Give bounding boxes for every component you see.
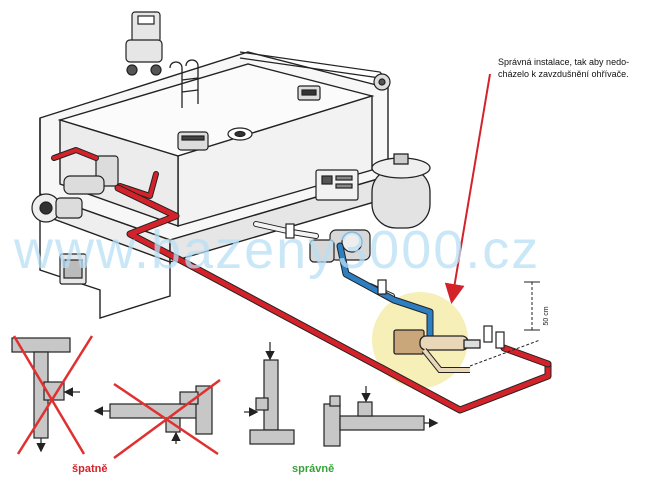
heater-unit: [393, 329, 481, 373]
dimension-label: 50 cm: [543, 306, 550, 325]
pool-ladder: [169, 59, 199, 108]
wrong-cross-1: [12, 335, 94, 455]
pool-inlet-icon: [227, 127, 253, 141]
wrong-example-1: [11, 337, 80, 453]
wrong-cross-2: [113, 378, 221, 460]
right-example-1: [244, 342, 295, 445]
right-example-2: [323, 386, 439, 447]
annotation-line-2: cházelo k zavzdušnění ohřívače.: [498, 69, 629, 79]
right-label: správně: [292, 463, 334, 475]
wrong-example-2: [93, 385, 213, 444]
annotation-arrow: [444, 73, 491, 304]
sand-filter-tank: [371, 153, 431, 229]
pool-vacuum-icon: [125, 11, 163, 76]
control-box-left: [59, 253, 87, 285]
pool-robot-icon: [177, 131, 209, 151]
control-panel: [315, 169, 359, 201]
dimension-marker: [469, 281, 541, 367]
pipe-fittings: [285, 223, 505, 349]
blue-pipe: [336, 242, 434, 344]
wrong-label: špatně: [72, 463, 107, 475]
annotation-line-1: Správná instalace, tak aby nedo-: [498, 57, 629, 67]
cover-roller-icon: [373, 73, 391, 91]
watermark-text: www.bazeny3000.cz: [13, 220, 540, 280]
skimmer-icon: [297, 85, 321, 101]
pump-unit-left: [31, 155, 119, 223]
